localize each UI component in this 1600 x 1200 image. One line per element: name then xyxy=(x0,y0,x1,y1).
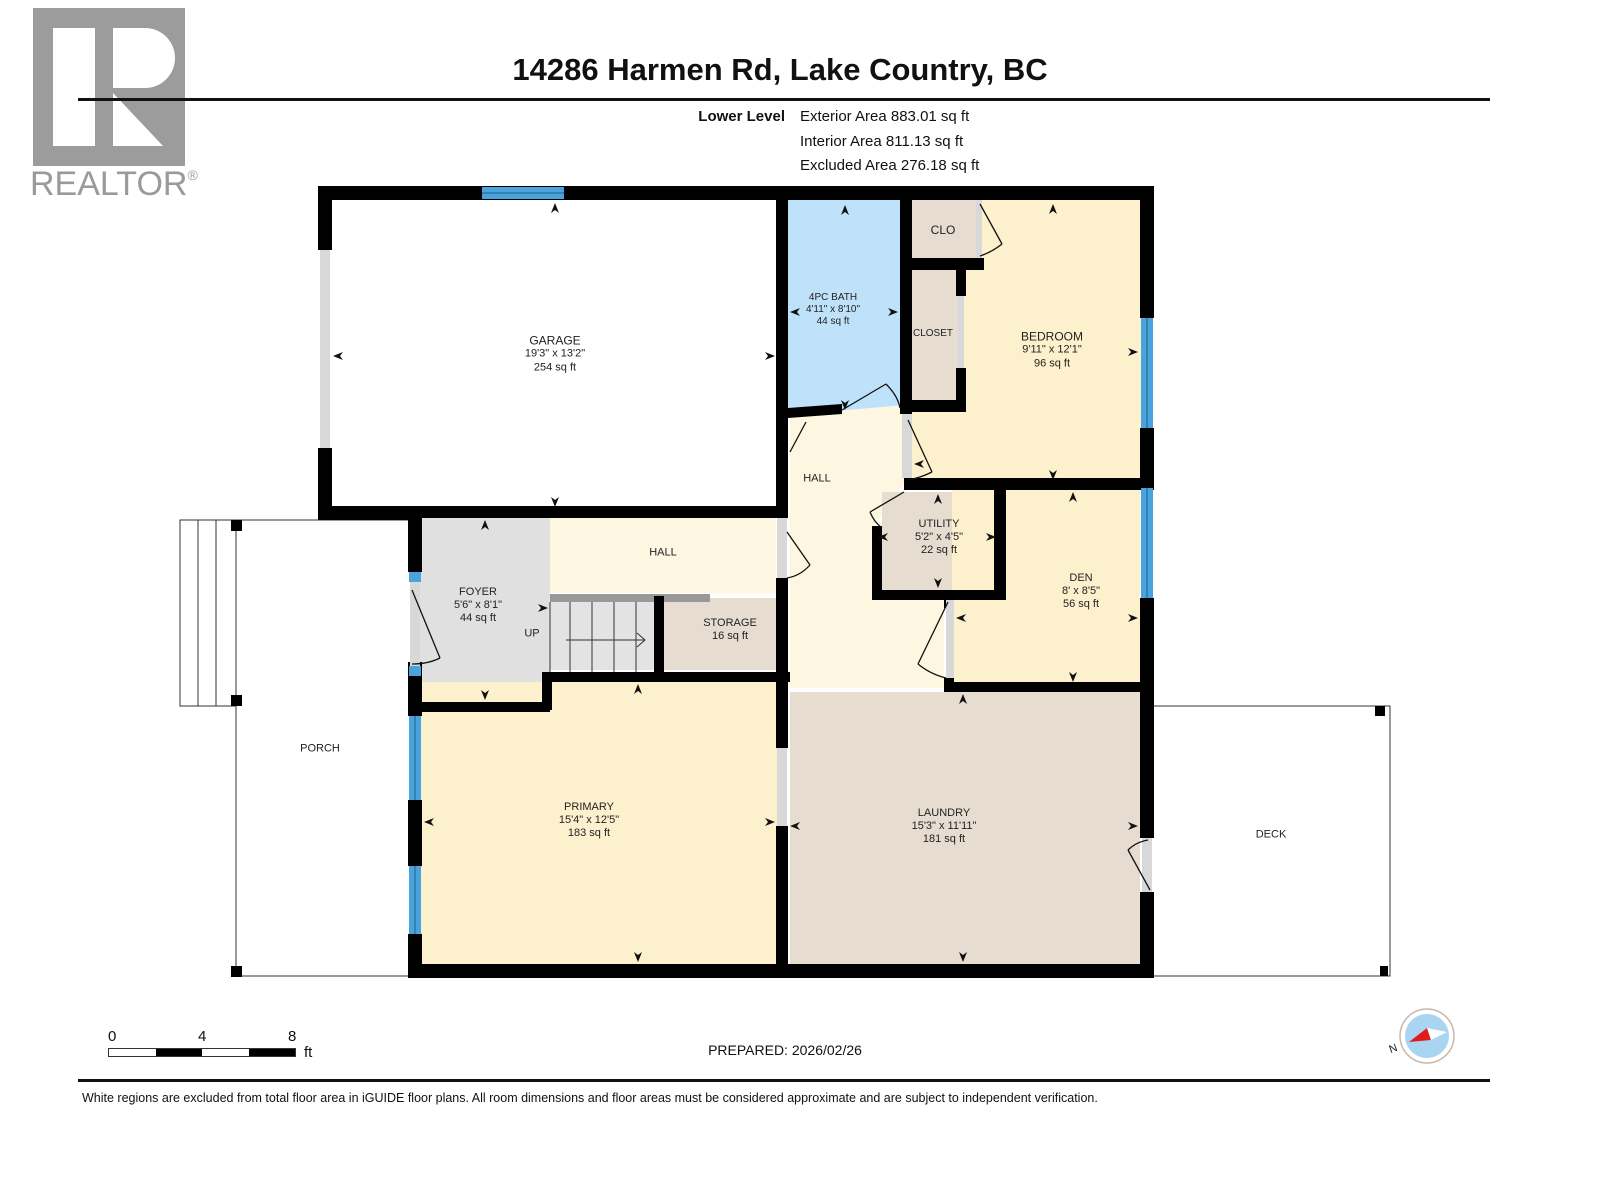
room-clo: CLO xyxy=(930,222,956,237)
footer-divider xyxy=(78,1079,1490,1082)
exterior-area: Exterior Area 883.01 sq ft xyxy=(800,108,970,125)
realtor-logo-icon xyxy=(33,8,185,166)
stairs-up-label: UP xyxy=(524,627,540,640)
north-compass-icon: N xyxy=(1388,1008,1455,1064)
compass-north-label: N xyxy=(1388,1042,1400,1056)
realtor-wordmark: REALTOR® xyxy=(30,165,198,203)
room-hall-left: HALL xyxy=(649,546,677,559)
interior-area: Interior Area 811.13 sq ft xyxy=(800,133,964,150)
page-title: 14286 Harmen Rd, Lake Country, BC xyxy=(512,52,1048,87)
scale-tick-4: 4 xyxy=(198,1028,207,1045)
room-porch: PORCH xyxy=(300,742,340,755)
level-label: Lower Level xyxy=(698,108,785,125)
scale-tick-0: 0 xyxy=(108,1028,117,1045)
prepared-date: PREPARED: 2026/02/26 xyxy=(708,1042,862,1058)
room-closet: CLOSET xyxy=(912,328,954,339)
scale-bar: 0 4 8 ft xyxy=(108,1028,338,1068)
scale-bar-graphic xyxy=(108,1048,296,1057)
room-hall-right: HALL xyxy=(803,472,831,485)
excluded-area: Excluded Area 276.18 sq ft xyxy=(800,157,980,174)
disclaimer: White regions are excluded from total fl… xyxy=(82,1091,1098,1105)
room-deck: DECK xyxy=(1255,828,1287,841)
scale-unit: ft xyxy=(304,1044,313,1061)
scale-tick-8: 8 xyxy=(288,1028,297,1045)
header-divider xyxy=(78,98,1490,101)
